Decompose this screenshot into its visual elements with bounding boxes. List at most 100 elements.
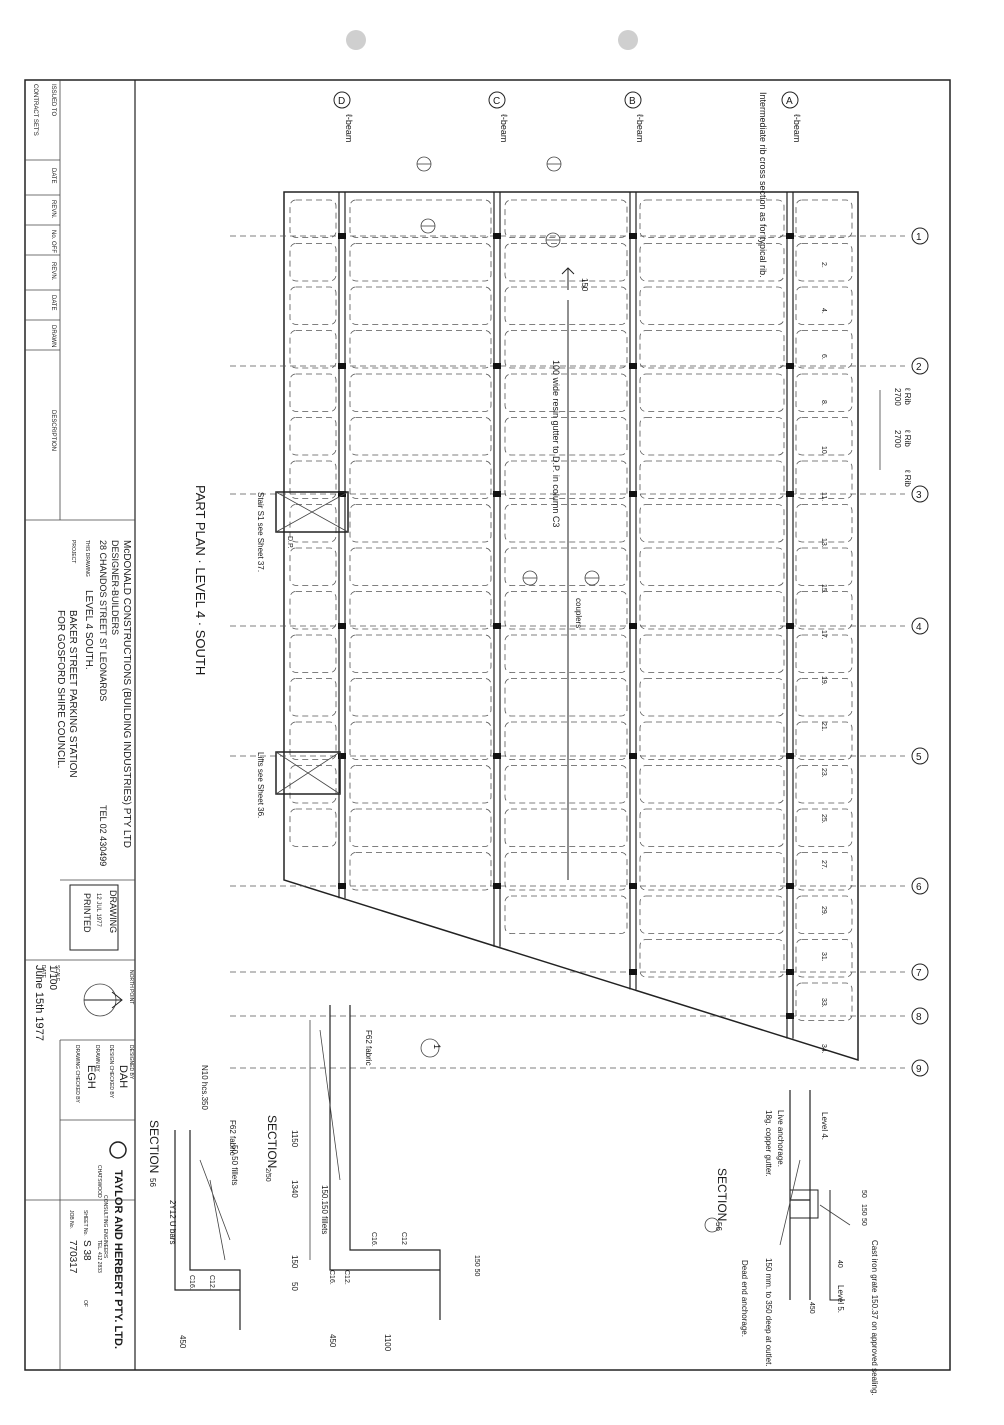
- sec-mid-d3: 150: [290, 1255, 299, 1269]
- column-A7: [786, 969, 794, 975]
- date-value: June 15th 1977: [33, 965, 45, 1041]
- revision-header: ISSUED TO DATE REVN. No. OFF REVN. DATE …: [50, 84, 56, 451]
- rib-pan-58: [349, 373, 492, 412]
- rib-pan-39: [504, 286, 628, 325]
- rib-pan-0: [795, 199, 853, 238]
- rib-number-15: 31.: [820, 952, 827, 962]
- job-number: 770317: [67, 1240, 78, 1274]
- rib-pan-56: [349, 286, 492, 325]
- punch-hole-left: [346, 30, 366, 50]
- rib-pan-3: [795, 330, 853, 369]
- rib-pan-66: [349, 721, 492, 760]
- column-D6: [338, 883, 346, 889]
- rib-pan-47: [504, 634, 628, 673]
- grid-tag-9: 9: [916, 1064, 922, 1075]
- beam-tag-D: D: [338, 96, 345, 107]
- rib-pan-76: [289, 460, 337, 499]
- sec-top-dim-40: 40: [836, 1260, 843, 1268]
- sec-bot-ubars: 2Y12 U bars: [168, 1200, 177, 1244]
- sec-mid-fillets: 150.150 fillets: [320, 1185, 329, 1234]
- sec-mid-tag: 1: [432, 1044, 442, 1049]
- rib-pan-11: [795, 678, 853, 717]
- stamp-date: 12 JUL 1977: [95, 893, 101, 927]
- rib-pan-63: [349, 591, 492, 630]
- sec-mid-c1: C16.: [370, 1232, 377, 1247]
- sec-mid-mark: 2/50: [264, 1168, 271, 1182]
- beam-lines: [338, 192, 794, 1039]
- rib-pan-70: [289, 199, 337, 238]
- arrow-150-icon: [561, 267, 575, 290]
- rib-pan-78: [289, 547, 337, 586]
- rib-number-17: 34.: [820, 1044, 827, 1054]
- scale-label: SCALE: [54, 965, 60, 982]
- column-C2: [493, 363, 501, 369]
- rib-pan-80: [289, 634, 337, 673]
- firm-tel: TEL. 412 2833: [96, 1240, 102, 1273]
- rib-dim-1: 2700: [893, 388, 902, 406]
- sec-top-dim-c: 50: [860, 1218, 867, 1226]
- rib-pan-74: [289, 373, 337, 412]
- rib-number-6: 13.: [820, 538, 827, 548]
- sheet-label: SHEET No.: [82, 1210, 88, 1236]
- rib-pan-61: [349, 504, 492, 543]
- grid-tag-circle-2: [911, 357, 929, 375]
- rib-pan-73: [289, 330, 337, 369]
- rib-pan-24: [639, 417, 785, 456]
- plan-title: PART PLAN · LEVEL 4 · SOUTH: [193, 485, 208, 675]
- grid-tag-circle-3: [911, 485, 929, 503]
- grid-tag-circle-4: [911, 617, 929, 635]
- section-fillet-detail: SECTION 56 F62 fabric N10 hcs.350 50.50 …: [147, 1065, 241, 1349]
- rib-number-12: 25.: [820, 814, 827, 824]
- column-A5: [786, 753, 794, 759]
- section-gutter-detail: SECTION 56 Level 4. Level 5. 50 150 50 4…: [704, 1090, 879, 1396]
- project-label: PROJECT: [70, 540, 76, 563]
- rib-pan-45: [504, 547, 628, 586]
- firm-logo-icon: [109, 1141, 127, 1159]
- sheet-number: S 38: [81, 1240, 92, 1261]
- column-C4: [493, 623, 501, 629]
- rev-col-date2: DATE: [50, 295, 56, 311]
- column-B5: [629, 753, 637, 759]
- column-D2: [338, 363, 346, 369]
- drawn-by-value: EGH: [85, 1065, 97, 1089]
- sec-top-dim-a: 50: [860, 1190, 867, 1198]
- rib-number-0: 2.: [820, 262, 827, 268]
- rib-pan-84: [289, 808, 337, 847]
- engineer-block: TAYLOR AND HERBERT PTY. LTD. CONSULTING …: [67, 1141, 127, 1349]
- stair-note: Stair S1 see Sheet 37.: [256, 492, 265, 572]
- sec-bot-mark: 56: [148, 1178, 157, 1187]
- rib-pan-40: [504, 330, 628, 369]
- section-edge-beam-detail: 1 SECTION 2/50 F62 fabric 150.150 fillet…: [264, 1005, 480, 1352]
- rib-pan-21: [639, 286, 785, 325]
- rev-col-drawn: DRAWN: [50, 325, 56, 347]
- builder-address: 28 CHANDOS STREET ST LEONARDS: [98, 540, 108, 701]
- column-A6: [786, 883, 794, 889]
- rib-pans: [289, 199, 853, 1021]
- rib-number-4: 10.: [820, 446, 827, 456]
- grid-tag-circle-9: [911, 1059, 929, 1077]
- this-drawing-value: LEVEL 4 SOUTH.: [83, 590, 94, 670]
- sec-mid-d2: 1340: [290, 1180, 299, 1198]
- column-A8: [786, 1013, 794, 1019]
- rib-pan-16: [795, 895, 853, 934]
- beam-tag-A: A: [786, 96, 793, 107]
- beam-label-B: ℓ-beam: [635, 114, 645, 142]
- rib-pan-68: [349, 808, 492, 847]
- sec-mid-c2: C12: [400, 1232, 407, 1245]
- firm-subtitle: CONSULTING ENGINEERS: [102, 1195, 108, 1259]
- column-B4: [629, 623, 637, 629]
- rib-number-7: 15.: [820, 584, 827, 594]
- rib-pan-51: [504, 808, 628, 847]
- rib-pan-18: [795, 982, 853, 1021]
- rib-pan-38: [504, 243, 628, 282]
- rib-pan-12: [795, 721, 853, 760]
- contract-sets-label: CONTRACT SET'S: [32, 84, 38, 136]
- grid-tag-1: 1: [916, 232, 922, 243]
- rib-pan-32: [639, 765, 785, 804]
- rib-pan-19: [639, 199, 785, 238]
- rib-number-11: 23.: [820, 768, 827, 778]
- grid-tag-4: 4: [916, 622, 922, 633]
- rib-pan-22: [639, 330, 785, 369]
